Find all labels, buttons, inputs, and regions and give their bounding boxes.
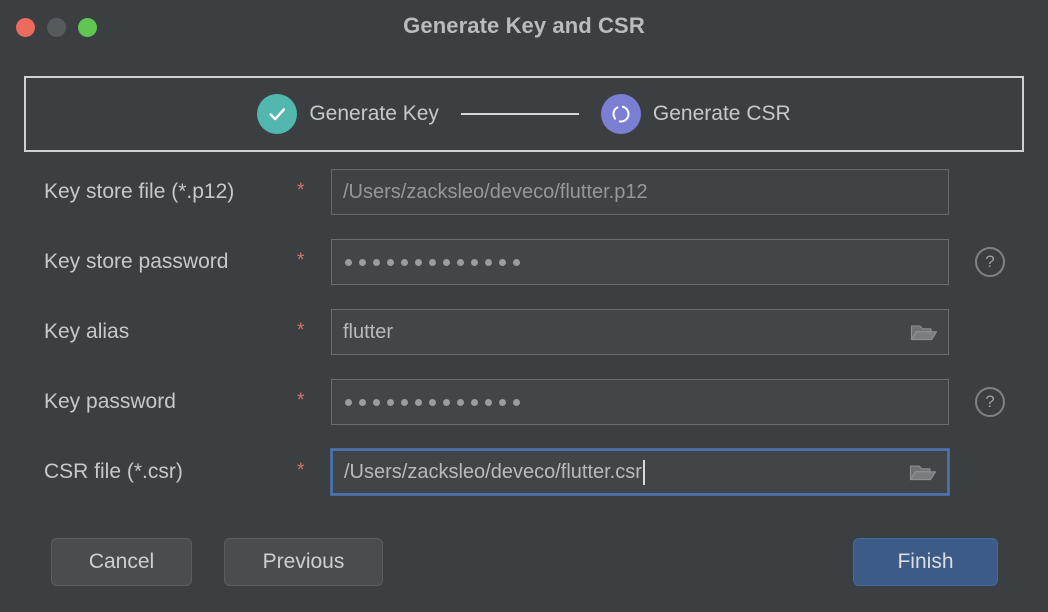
wizard-step-indicator: Generate Key Generate CSR — [24, 76, 1024, 152]
field-row-key-store-password: Key store password * ? — [0, 239, 1048, 285]
password-dot — [373, 398, 380, 406]
maximize-window-button[interactable] — [78, 18, 97, 37]
required-marker-key-alias: * — [297, 320, 305, 341]
field-row-key-password: Key password * ? — [0, 379, 1048, 425]
password-dot — [457, 258, 464, 266]
field-label-key-password: Key password — [44, 390, 176, 413]
password-dot — [359, 398, 366, 406]
password-dot — [415, 258, 422, 266]
wizard-step-generate-key[interactable]: Generate Key — [257, 94, 439, 134]
key-store-file-input: /Users/zacksleo/deveco/flutter.p12 — [331, 169, 949, 215]
wizard-step-label-generate-csr: Generate CSR — [652, 102, 791, 125]
csr-file-value: /Users/zacksleo/deveco/flutter.csr — [344, 460, 642, 483]
key-password-mask — [332, 398, 520, 406]
folder-icon-key-alias[interactable] — [910, 321, 938, 343]
password-dot — [457, 398, 464, 406]
help-icon-key-password[interactable]: ? — [975, 387, 1005, 417]
password-dot — [373, 258, 380, 266]
password-dot — [513, 398, 520, 406]
finish-button[interactable]: Finish — [853, 538, 998, 586]
window-controls — [16, 18, 97, 37]
wizard-step-generate-csr[interactable]: Generate CSR — [600, 94, 791, 134]
field-label-csr-file: CSR file (*.csr) — [44, 460, 183, 483]
password-dot — [485, 258, 492, 266]
password-dot — [359, 258, 366, 266]
title-bar: Generate Key and CSR — [0, 0, 1048, 56]
password-dot — [471, 258, 478, 266]
check-icon — [257, 94, 298, 134]
window-title: Generate Key and CSR — [403, 13, 645, 38]
text-cursor — [642, 459, 645, 485]
wizard-step-connector — [460, 113, 579, 115]
password-dot — [485, 398, 492, 406]
help-icon-key-store-password[interactable]: ? — [975, 247, 1005, 277]
key-store-file-value: /Users/zacksleo/deveco/flutter.p12 — [343, 180, 648, 203]
field-label-key-store-file: Key store file (*.p12) — [44, 180, 235, 203]
password-dot — [345, 398, 352, 406]
key-alias-value: flutter — [343, 320, 394, 343]
minimize-window-button[interactable] — [47, 18, 66, 37]
close-window-button[interactable] — [16, 18, 35, 37]
password-dot — [443, 258, 450, 266]
field-label-key-alias: Key alias — [44, 320, 130, 343]
password-dot — [499, 398, 506, 406]
key-password-input[interactable] — [331, 379, 949, 425]
required-marker-key-store-password: * — [297, 250, 305, 271]
password-dot — [429, 258, 436, 266]
key-store-password-input[interactable] — [331, 239, 949, 285]
required-marker-csr-file: * — [297, 460, 305, 481]
password-dot — [345, 258, 352, 266]
required-marker-key-password: * — [297, 390, 305, 411]
password-dot — [513, 258, 520, 266]
key-alias-input[interactable]: flutter — [331, 309, 949, 355]
wizard-step-label-generate-key: Generate Key — [309, 102, 439, 125]
password-dot — [443, 398, 450, 406]
field-label-key-store-password: Key store password — [44, 250, 229, 273]
previous-button[interactable]: Previous — [224, 538, 383, 586]
spinner-icon — [600, 94, 641, 134]
password-dot — [499, 258, 506, 266]
field-row-key-alias: Key alias * flutter — [0, 309, 1048, 355]
password-dot — [429, 398, 436, 406]
password-dot — [401, 398, 408, 406]
cancel-button[interactable]: Cancel — [51, 538, 192, 586]
field-row-key-store-file: Key store file (*.p12) * /Users/zacksleo… — [0, 169, 1048, 215]
password-dot — [471, 398, 478, 406]
password-dot — [415, 398, 422, 406]
key-store-password-mask — [332, 258, 520, 266]
csr-file-input[interactable]: /Users/zacksleo/deveco/flutter.csr — [330, 448, 950, 496]
field-row-csr-file: CSR file (*.csr) * /Users/zacksleo/devec… — [0, 448, 1048, 496]
password-dot — [387, 258, 394, 266]
required-marker-key-store-file: * — [297, 180, 305, 201]
folder-icon-csr-file[interactable] — [909, 461, 937, 483]
password-dot — [387, 398, 394, 406]
dialog-footer: Cancel Previous Finish — [0, 538, 1048, 594]
password-dot — [401, 258, 408, 266]
